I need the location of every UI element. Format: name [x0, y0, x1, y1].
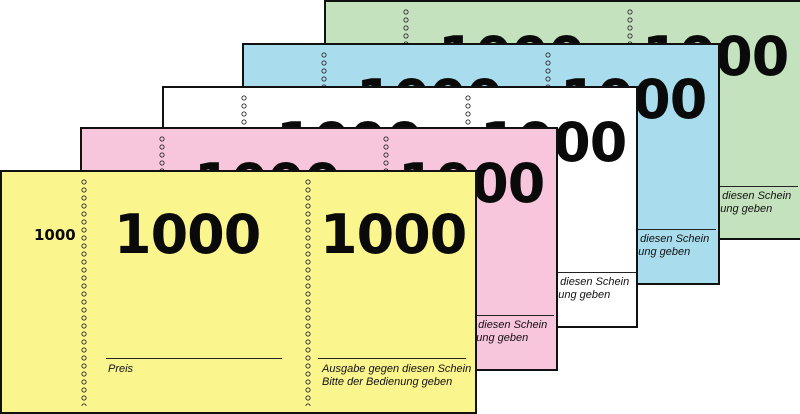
- notice-text: Ausgabe gegen diesen Schein Bitte der Be…: [322, 363, 472, 388]
- perforation-right: [304, 178, 312, 406]
- price-label: Preis: [108, 363, 134, 375]
- main-number: 1000: [114, 203, 261, 266]
- perforation-left: [80, 178, 88, 406]
- tear-off-number: 1000: [320, 203, 467, 266]
- notice-rule: [318, 358, 466, 359]
- yellow-ticket: 1000 1000 1000 Preis Ausgabe gegen diese…: [0, 170, 477, 414]
- price-rule: [106, 358, 282, 359]
- stub-number: 1000: [34, 226, 76, 244]
